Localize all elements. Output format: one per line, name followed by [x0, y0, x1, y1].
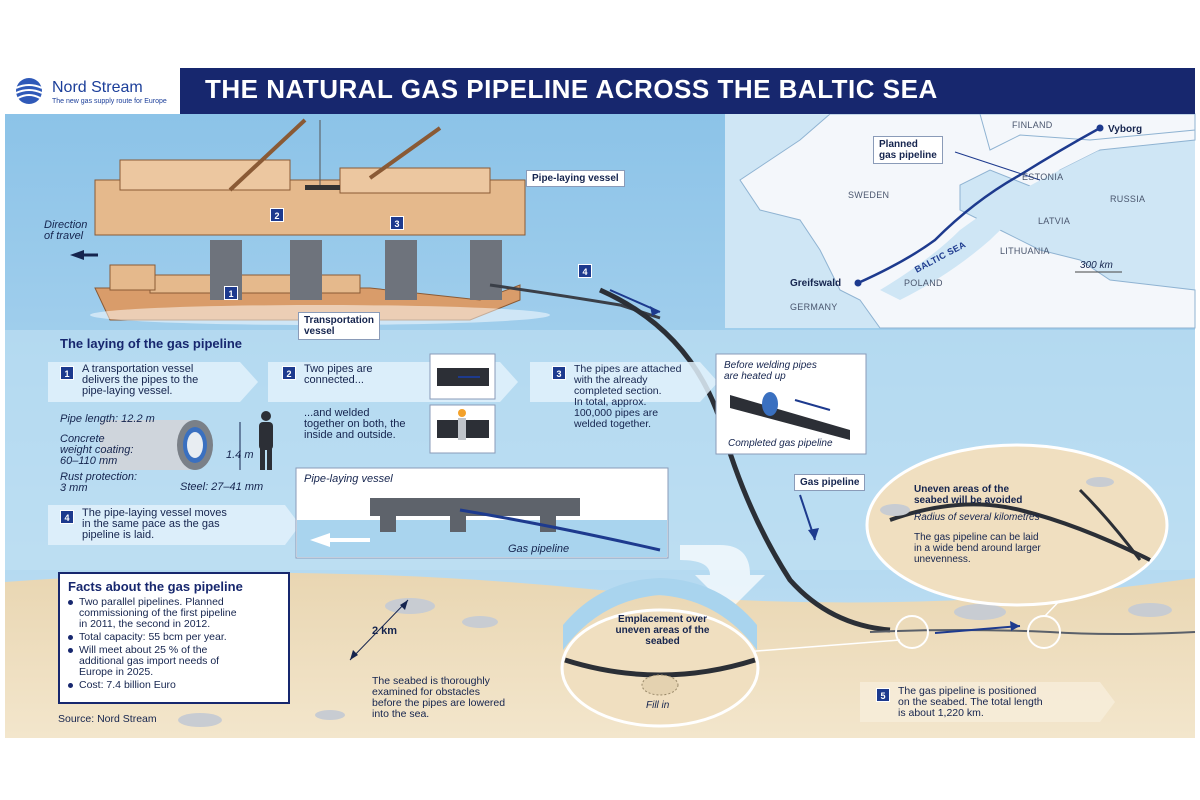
- transportation-vessel-callout: Transportation vessel: [298, 312, 381, 340]
- map-sweden: SWEDEN: [848, 190, 890, 200]
- map-pipeline-route: [857, 126, 1101, 285]
- logo-name: Nord Stream: [52, 79, 143, 96]
- step-2-marker: 2: [282, 366, 296, 380]
- step-3-marker: 3: [552, 366, 566, 380]
- map-estonia: ESTONIA: [1022, 172, 1064, 182]
- fill-in-label: Fill in: [646, 700, 670, 711]
- step-5-text: The gas pipeline is positioned on the se…: [898, 685, 1043, 719]
- step-1-marker: 1: [60, 366, 74, 380]
- map-poland: POLAND: [904, 278, 943, 288]
- facts-item: Two parallel pipelines. Planned commissi…: [68, 597, 280, 630]
- step-3-text: The pipes are attached with the already …: [574, 363, 682, 430]
- facts-item: Will meet about 25 % of the additional g…: [68, 645, 280, 678]
- facts-item: Total capacity: 55 bcm per year.: [68, 632, 280, 643]
- emplacement-title: Emplacement over uneven areas of the sea…: [615, 614, 710, 647]
- descending-pipeline: [598, 287, 891, 633]
- step-5-marker: 5: [876, 688, 890, 702]
- facts-title: Facts about the gas pipeline: [68, 579, 243, 594]
- vessel-step-1-marker: 1: [224, 286, 238, 300]
- map-finland: FINLAND: [1012, 120, 1053, 130]
- vessel-step-2-marker: 2: [270, 208, 284, 222]
- seabed-examined-text: The seabed is thoroughly examined for ob…: [372, 675, 506, 720]
- pipe-laying-vessel-illustration: [90, 118, 661, 325]
- laying-section-title: The laying of the gas pipeline: [60, 336, 243, 351]
- step-2-text-b: ...and welded together on both, the insi…: [304, 407, 406, 441]
- uneven-areas-title: Uneven areas of the seabed will be avoid…: [914, 484, 1023, 506]
- pipe-length-label: Pipe length: 12.2 m: [60, 413, 155, 425]
- map-lithuania: LITHUANIA: [1000, 246, 1050, 256]
- map-planned-pipeline-label: Planned gas pipeline: [873, 136, 943, 164]
- logo-tagline: The new gas supply route for Europe: [52, 98, 167, 105]
- pipe-cross-section: [100, 420, 241, 470]
- inset-vessel-label: Pipe-laying vessel: [304, 473, 393, 485]
- completed-pipeline-label: Completed gas pipeline: [728, 438, 833, 449]
- title-bar: [180, 68, 1195, 114]
- facts-box: Facts about the gas pipeline Two paralle…: [58, 572, 290, 704]
- distance-label: 2 km: [372, 625, 398, 637]
- page-title: THE NATURAL GAS PIPELINE ACROSS THE BALT…: [205, 74, 938, 104]
- map-russia: RUSSIA: [1110, 194, 1146, 204]
- direction-of-travel-label: Direction of travel: [44, 219, 88, 242]
- pipe-height-label: 1.4 m: [226, 449, 254, 461]
- vessel-step-4-marker: 4: [578, 264, 592, 278]
- gas-pipeline-callout: Gas pipeline: [794, 474, 866, 491]
- step-1-text: A transportation vessel delivers the pip…: [82, 363, 199, 397]
- nord-stream-globe-icon: [15, 78, 43, 104]
- step-2-text-a: Two pipes are connected...: [304, 363, 373, 386]
- facts-item: Cost: 7.4 billion Euro: [68, 680, 280, 691]
- pipe-laying-vessel-callout: Pipe-laying vessel: [526, 170, 625, 187]
- source-label: Source: Nord Stream: [58, 713, 157, 725]
- steel-thickness-label: Steel: 27–41 mm: [180, 481, 264, 493]
- vessel-step-3-marker: 3: [390, 216, 404, 230]
- heating-label: Before welding pipes are heated up: [724, 360, 817, 382]
- map-scale: 300 km: [1080, 260, 1113, 271]
- step-4-text: The pipe-laying vessel moves in the same…: [82, 507, 227, 541]
- radius-label: Radius of several kilometres: [914, 512, 1040, 523]
- logo: [5, 68, 177, 114]
- inset-pipeline-label: Gas pipeline: [508, 543, 570, 555]
- map-latvia: LATVIA: [1038, 216, 1071, 226]
- rust-protection-label: Rust protection: 3 mm: [60, 471, 138, 494]
- map-greifswald: Greifswald: [790, 278, 842, 289]
- map-vyborg: Vyborg: [1108, 124, 1143, 135]
- map-germany: GERMANY: [790, 302, 838, 312]
- step-4-marker: 4: [60, 510, 74, 524]
- concrete-coating-label: Concrete weight coating: 60–110 mm: [60, 433, 134, 467]
- wide-bend-text: The gas pipeline can be laid in a wide b…: [914, 532, 1041, 565]
